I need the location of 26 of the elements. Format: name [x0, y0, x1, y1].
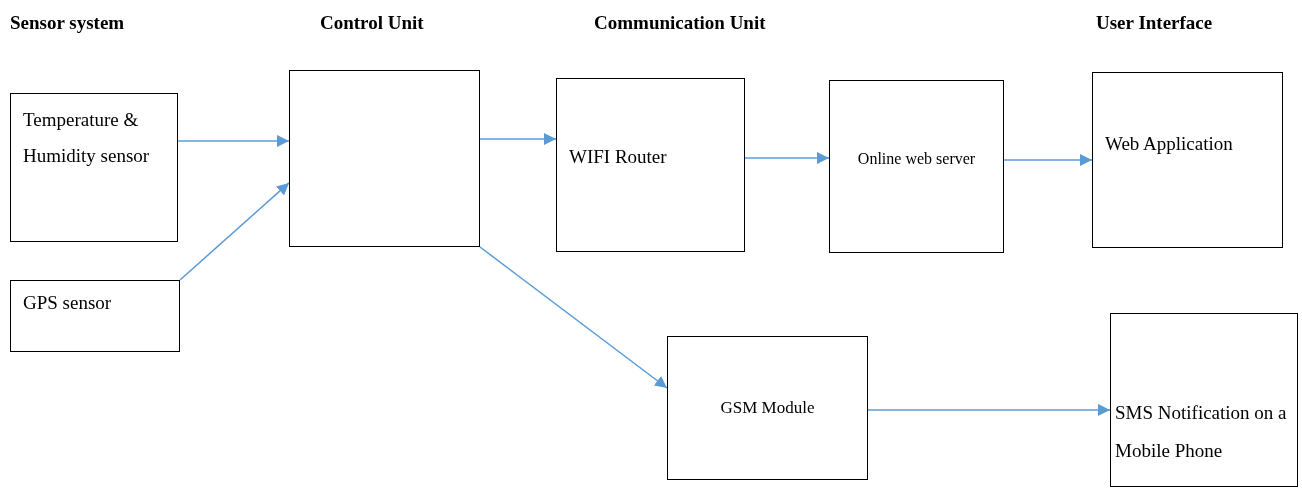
column-heading: Communication Unit [594, 11, 766, 35]
box-label: Temperature & Humidity sensor [23, 108, 151, 168]
arrow [479, 133, 557, 146]
process-box [10, 93, 178, 242]
process-box [10, 280, 180, 352]
column-heading: Sensor system [10, 11, 125, 35]
process-box [667, 336, 868, 480]
process-box [556, 78, 745, 252]
box-label: GPS sensor [23, 291, 112, 315]
arrow [179, 182, 290, 281]
box-label: SMS Notification on a Mobile Phone [1115, 401, 1288, 463]
arrow [479, 246, 668, 389]
box-label: WIFI Router [569, 144, 667, 169]
arrow [744, 152, 830, 165]
process-box [1092, 72, 1283, 248]
column-heading: Control Unit [320, 11, 424, 35]
box-label: Web Application [1105, 131, 1233, 156]
arrow [1003, 154, 1093, 166]
arrow [177, 135, 290, 147]
process-box [829, 80, 1004, 253]
box-label: Online web server [857, 148, 976, 169]
process-box [1110, 313, 1298, 487]
column-heading: User Interface [1096, 11, 1213, 35]
box-label: GSM Module [720, 397, 815, 420]
arrow [867, 403, 1111, 416]
process-box [289, 70, 480, 247]
